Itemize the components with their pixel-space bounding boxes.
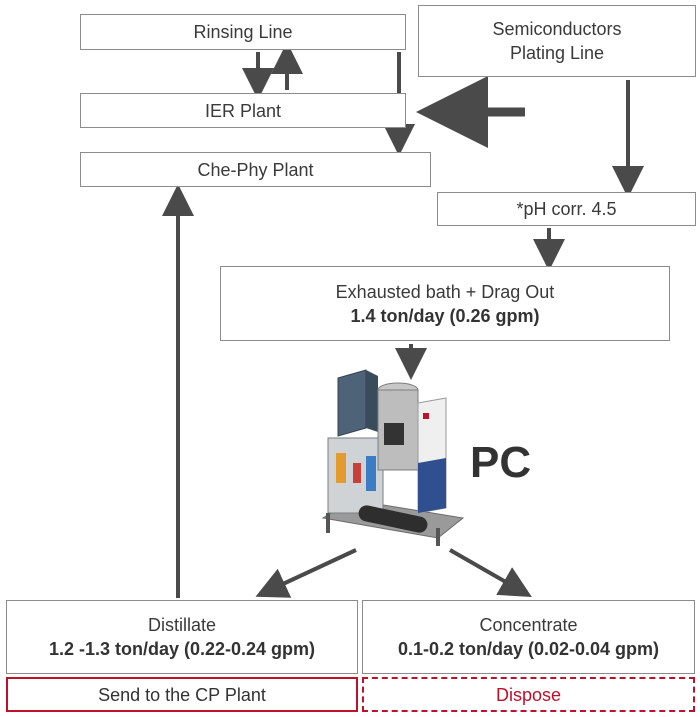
exhausted-bath-label: Exhausted bath + Drag Out [335,281,555,302]
ph-corr-label: *pH corr. 4.5 [516,199,617,219]
exhausted-bath-box: Exhausted bath + Drag Out 1.4 ton/day (0… [220,266,670,341]
ier-plant-label: IER Plant [204,100,282,121]
pc-label: PC [470,438,532,487]
semiconductors-label: Semiconductors [492,19,622,39]
concentrate-flow-label: 0.1-0.2 ton/day (0.02-0.04 gpm) [397,639,660,659]
concentrate-label: Concentrate [479,615,578,635]
rinsing-line-box: Rinsing Line [80,14,406,50]
arrow-pc-to-distillate [255,548,357,598]
send-to-cp-plant-box: Send to the CP Plant [6,677,358,712]
ph-corr-box: *pH corr. 4.5 [437,192,696,226]
semiconductors-plating-line-box: Semiconductors Plating Line [418,5,696,77]
concentrate-box: Concentrate 0.1-0.2 ton/day (0.02-0.04 g… [362,600,695,674]
dispose-label: Dispose [495,684,562,705]
plating-line-label: Plating Line [509,43,605,63]
send-to-cp-plant-label: Send to the CP Plant [98,684,266,705]
distillate-flow-label: 1.2 -1.3 ton/day (0.22-0.24 gpm) [48,639,316,659]
che-phy-plant-label: Che-Phy Plant [197,159,314,180]
che-phy-plant-box: Che-Phy Plant [80,152,431,187]
arrow-pc-to-concentrate [449,548,532,597]
rinsing-line-label: Rinsing Line [193,22,293,42]
dispose-box: Dispose [362,677,695,712]
distillate-label: Distillate [147,615,217,635]
evaporator-machine-image [321,369,465,546]
ier-plant-box: IER Plant [80,93,406,128]
exhausted-flow-label: 1.4 ton/day (0.26 gpm) [350,305,540,326]
distillate-box: Distillate 1.2 -1.3 ton/day (0.22-0.24 g… [6,600,358,674]
